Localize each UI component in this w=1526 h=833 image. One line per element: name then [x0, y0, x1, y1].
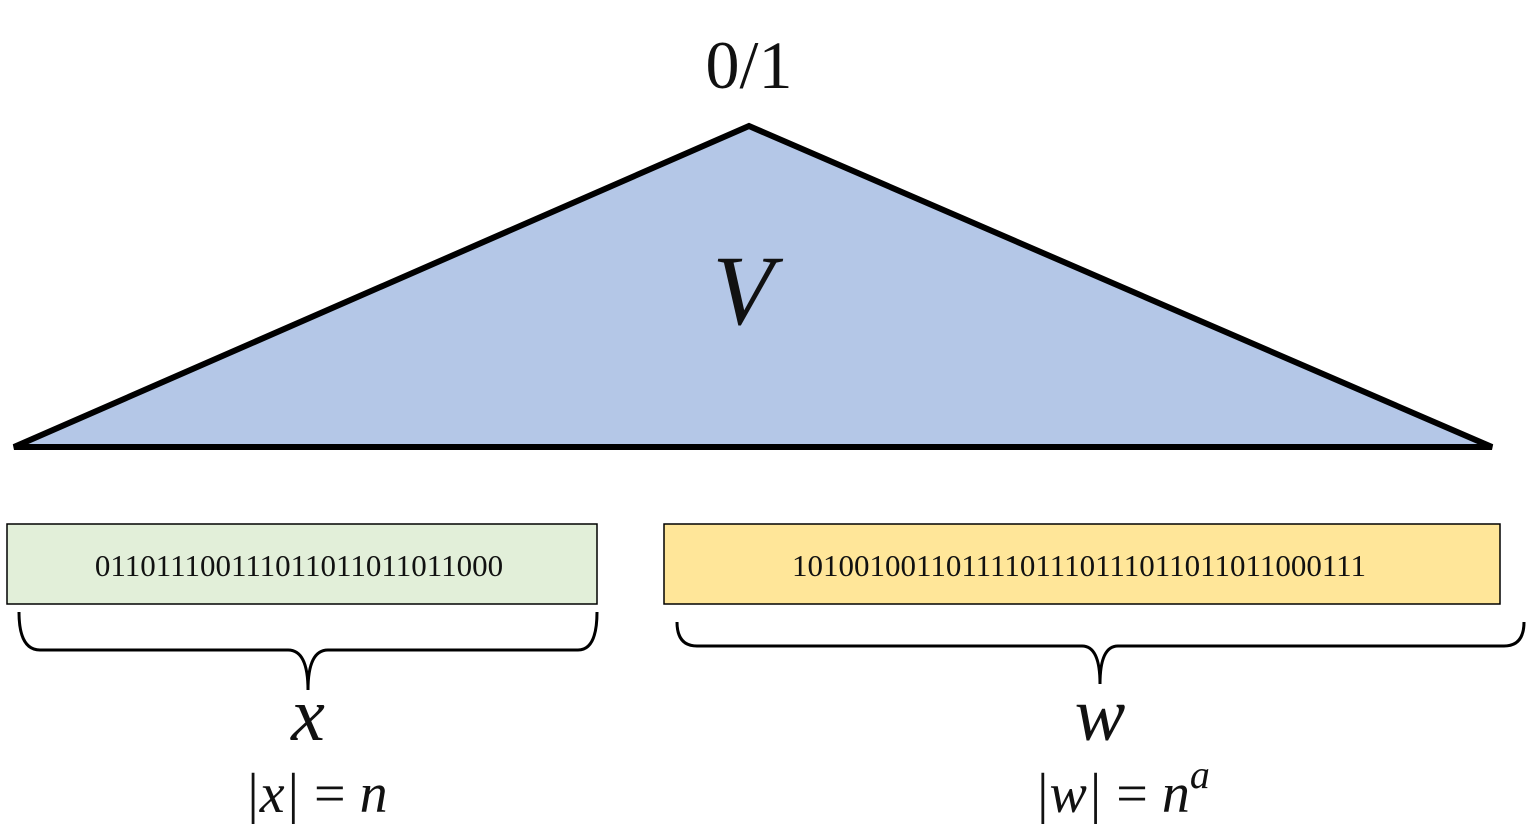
witness-w-length-exponent: a	[1190, 752, 1210, 797]
input-x-length-rhs: n	[360, 763, 388, 825]
input-x-bits: 011011100111011011011011000	[95, 548, 503, 583]
input-x-length-lhs: |x|	[244, 763, 300, 825]
verifier-output-label: 0/1	[706, 27, 793, 103]
witness-w-length-lhs: |w|	[1034, 763, 1102, 825]
verifier-triangle	[12, 122, 1494, 450]
input-x-length-equals: =	[314, 763, 346, 825]
input-x-length: |x|=n	[244, 763, 387, 825]
witness-w-bits: 10100100110111101110111011011011000111	[792, 548, 1366, 583]
verifier-label: V	[712, 235, 783, 346]
input-x-brace	[17, 611, 599, 691]
witness-w-length: |w|=na	[1034, 752, 1210, 825]
input-x-variable: x	[290, 673, 325, 757]
witness-w-variable: w	[1075, 673, 1126, 757]
witness-w-length-equals: =	[1116, 763, 1148, 825]
witness-w-length-rhs: n	[1162, 763, 1190, 825]
input-x-box	[6, 523, 598, 605]
witness-w-brace	[675, 621, 1526, 685]
witness-w-box	[663, 523, 1501, 605]
